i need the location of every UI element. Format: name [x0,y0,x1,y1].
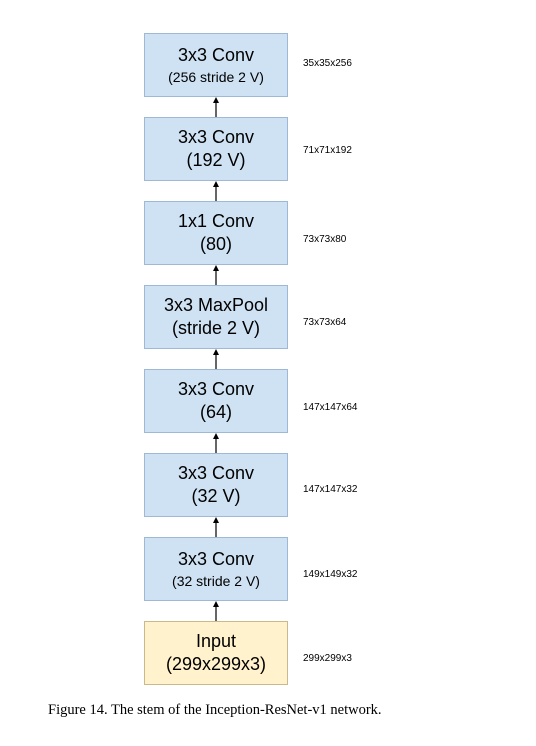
output-dims-label: 147x147x32 [303,484,358,495]
layer-block-conv-192: 3x3 Conv (192 V) [144,117,288,181]
input-block: Input (299x299x3) [144,621,288,685]
layer-params: (32 V) [191,486,241,506]
layer-params: (stride 2 V) [171,318,261,338]
output-dims-label: 147x147x64 [303,402,358,413]
layer-block-maxpool: 3x3 MaxPool (stride 2 V) [144,285,288,349]
layer-name: 3x3 Conv [177,379,255,399]
layer-params: (64) [199,402,232,422]
arrow-up-icon [213,97,219,117]
layer-block-conv-32v: 3x3 Conv (32 V) [144,453,288,517]
layer-params: (192 V) [186,150,246,170]
layer-name: 3x3 MaxPool [163,295,269,315]
layer-name: 3x3 Conv [177,463,255,483]
layer-block-conv-80: 1x1 Conv (80) [144,201,288,265]
arrow-up-icon [213,349,219,369]
output-dims-label: 73x73x64 [303,317,347,328]
layer-name: 3x3 Conv [177,44,255,65]
layer-name: 1x1 Conv [177,211,255,231]
layer-block-conv-64: 3x3 Conv (64) [144,369,288,433]
arrow-up-icon [213,601,219,621]
arrow-up-icon [213,517,219,537]
layer-params: (80) [199,234,232,254]
figure-caption: Figure 14. The stem of the Inception-Res… [48,702,382,718]
layer-block-conv-32-stride2: 3x3 Conv (32 stride 2 V) [144,537,288,601]
layer-name: 3x3 Conv [177,548,255,569]
layer-block-conv-256: 3x3 Conv (256 stride 2 V) [144,33,288,97]
output-dims-label: 73x73x80 [303,234,347,245]
arrow-up-icon [213,433,219,453]
layer-params: (32 stride 2 V) [172,572,260,589]
output-dims-label: 71x71x192 [303,145,352,156]
output-dims-label: 149x149x32 [303,569,358,580]
output-dims-label: 35x35x256 [303,58,352,69]
layer-params: (256 stride 2 V) [168,68,264,85]
layer-name: 3x3 Conv [177,127,255,147]
output-dims-label: 299x299x3 [303,653,352,664]
stem-diagram: 3x3 Conv (256 stride 2 V) 35x35x256 3x3 … [144,33,358,685]
arrow-up-icon [213,265,219,285]
layer-params: (299x299x3) [165,654,267,674]
arrow-up-icon [213,181,219,201]
layer-name: Input [195,631,237,651]
